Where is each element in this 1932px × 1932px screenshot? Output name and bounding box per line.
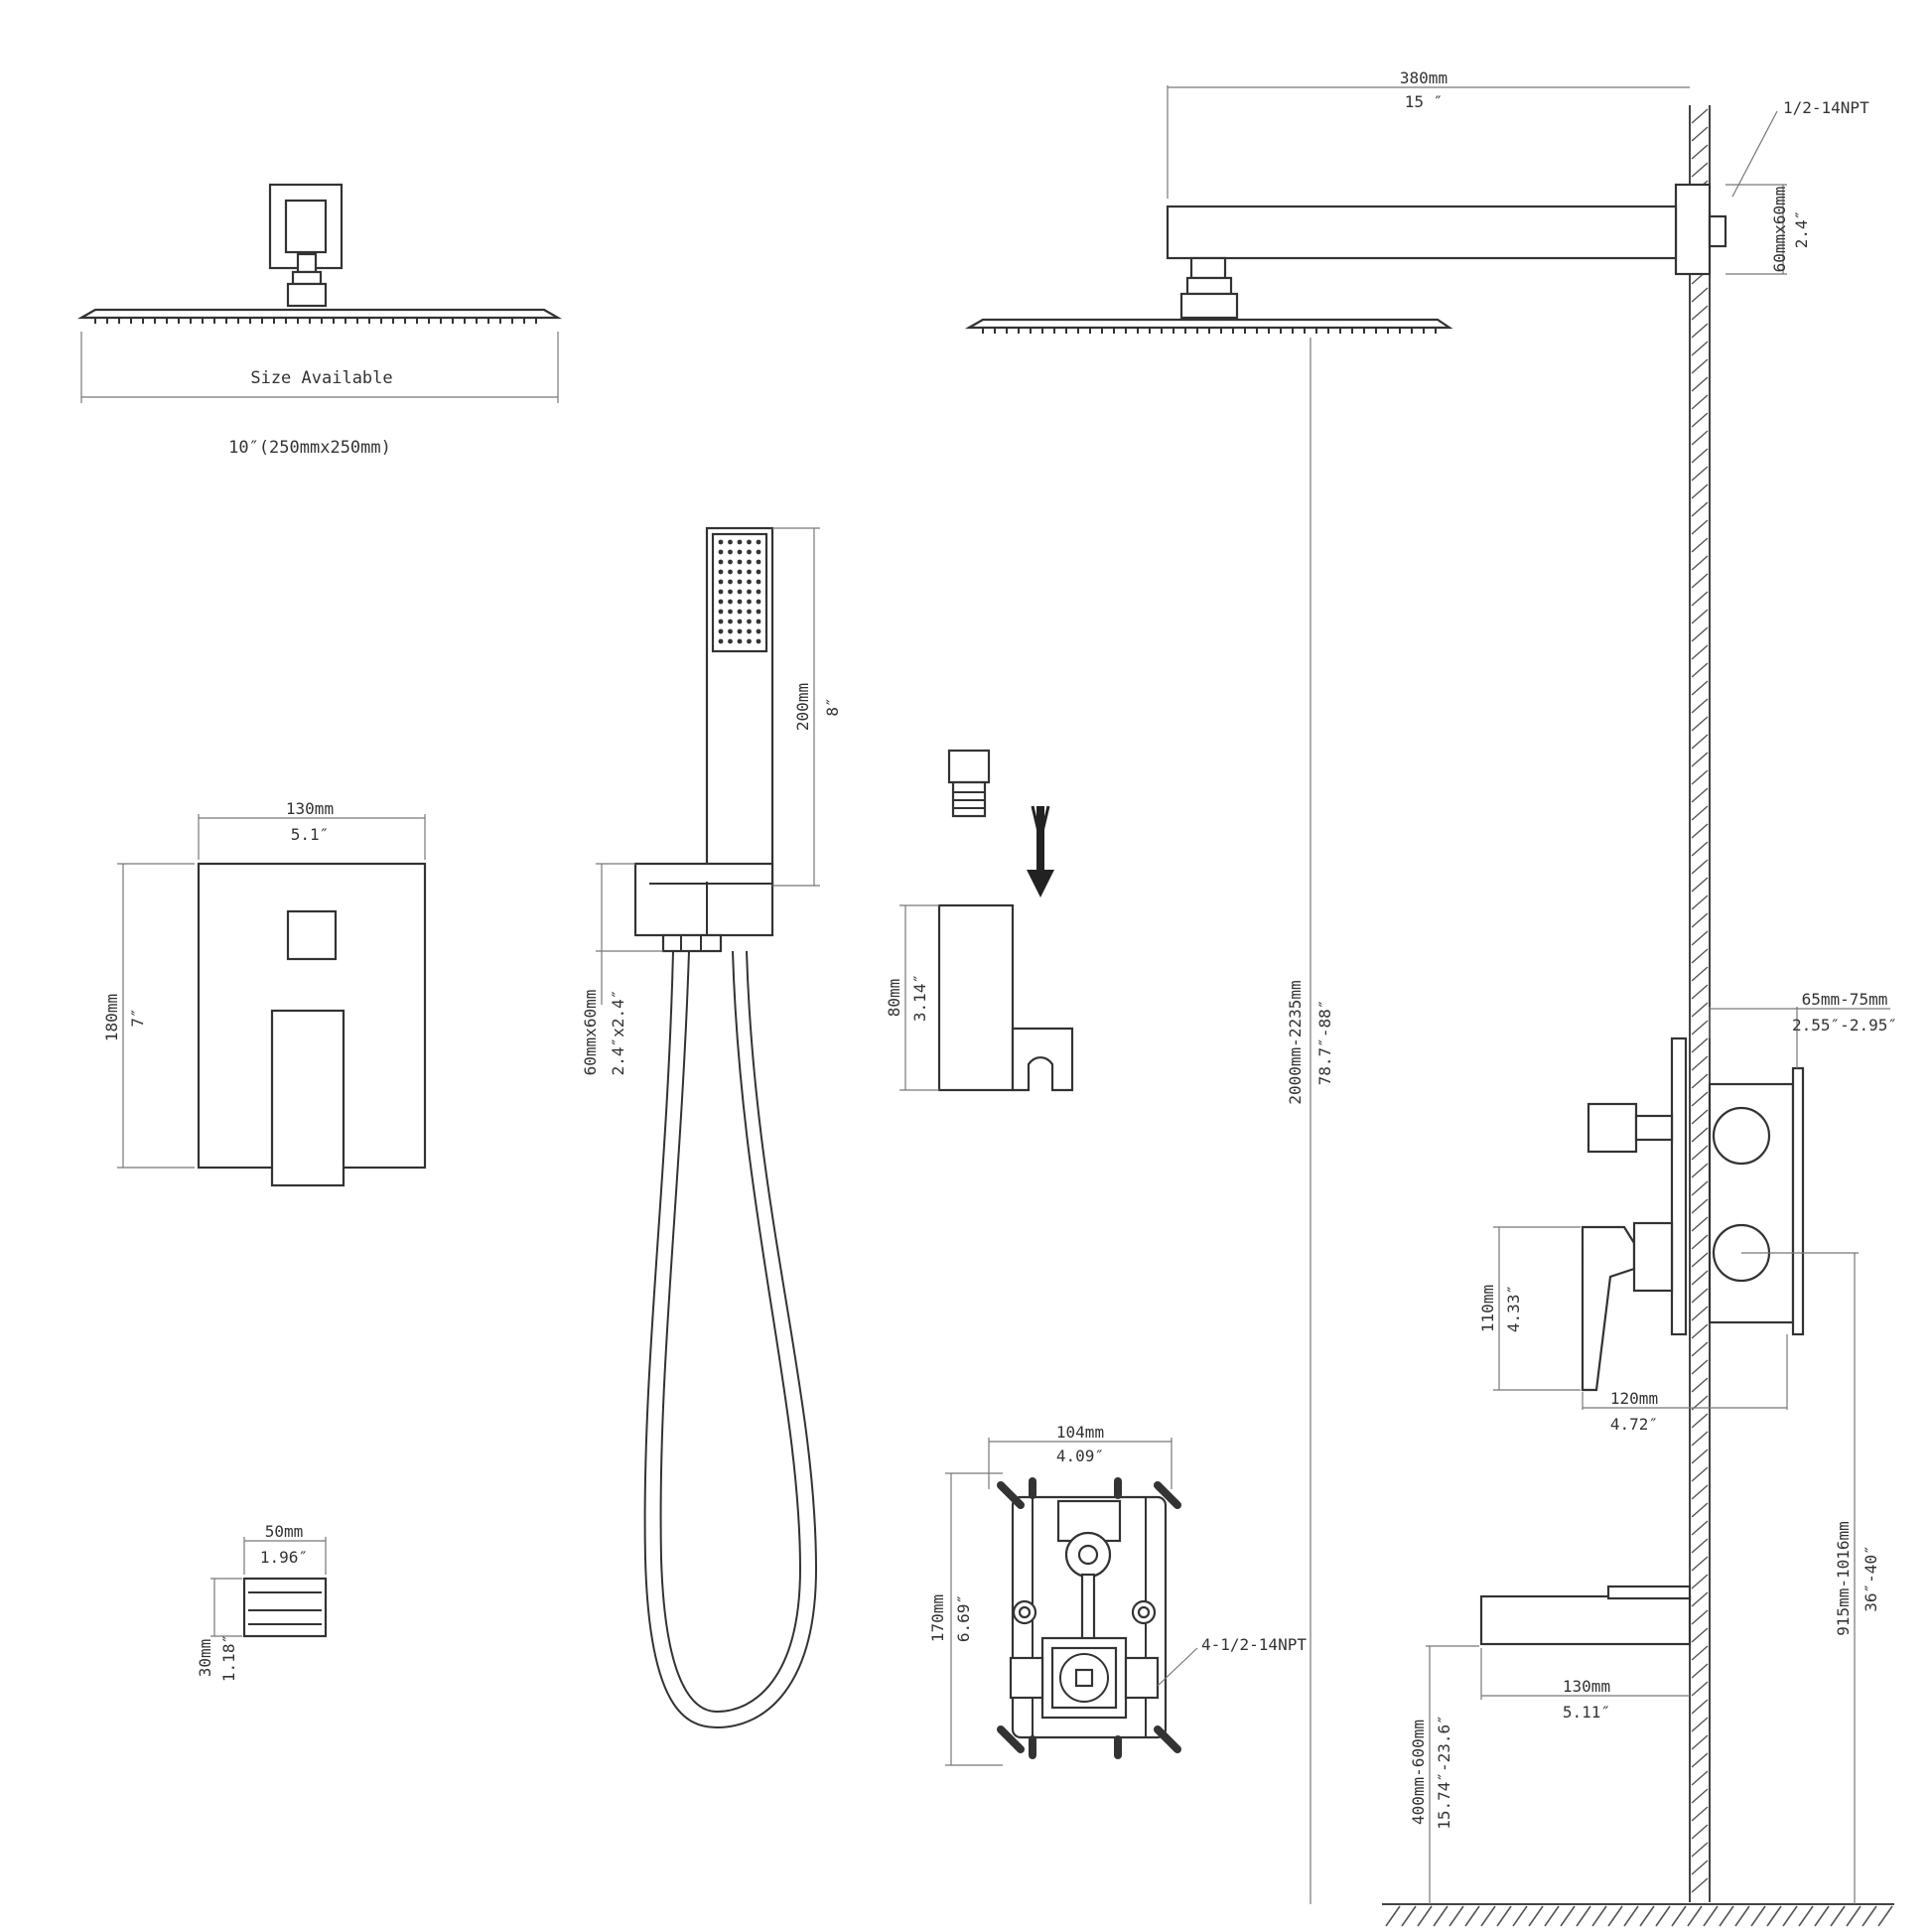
handle-height-in: 4.33″	[1504, 1285, 1523, 1332]
wall-depth-in: 2.55″-2.95″	[1792, 1016, 1897, 1035]
spray-nozzles	[718, 539, 761, 644]
elbow-size-in: 2.4″x2.4″	[609, 990, 627, 1076]
outlet-width-in: 1.96″	[260, 1548, 308, 1567]
handheld-dimensions: 200mm 8″ 60mmx60mm 2.4″x2.4″	[581, 527, 842, 1076]
valve-height-in: 6.69″	[954, 1594, 973, 1642]
flange-size-in: 2.4″	[1792, 210, 1811, 249]
valve-body-dimensions: 104mm 4.09″ 170mm 6.69″ 4-1/2-14NPT	[928, 1423, 1307, 1766]
wall-section	[1382, 105, 1894, 1927]
outlet-height-mm: 30mm	[196, 1639, 214, 1678]
tub-spout-dimensions: 130mm 5.11″ 400mm-600mm 15.74″-23.6″	[1409, 1645, 1690, 1904]
shower-arm	[964, 183, 1727, 334]
in-wall-valve-section	[1479, 1036, 1805, 1646]
spout-height-in: 15.74″-23.6″	[1435, 1715, 1453, 1830]
trim-width-in: 5.1″	[291, 825, 330, 844]
overall-height-mm: 2000mm-2235mm	[1286, 980, 1305, 1104]
valve-width-mm: 104mm	[1056, 1423, 1104, 1442]
holder-height-in: 3.14″	[910, 974, 929, 1022]
valve-install-height-in: 36″-40″	[1862, 1545, 1880, 1611]
flange-size-mm: 60mmx60mm	[1770, 187, 1789, 273]
size-available-label: Size Available	[250, 368, 392, 388]
arm-length-mm: 380mm	[1400, 69, 1448, 87]
spout-outlet-dimensions: 50mm 1.96″ 30mm 1.18″	[196, 1522, 327, 1682]
spout-outlet	[242, 1577, 328, 1638]
rough-in-valve-body	[997, 1477, 1181, 1759]
trim-plate-dimensions: 130mm 5.1″ 180mm 7″	[102, 799, 426, 1169]
handle-height-mm: 110mm	[1478, 1285, 1497, 1332]
hose-connector	[947, 749, 991, 818]
arrow-down-icon	[1027, 805, 1054, 897]
handheld-length-mm: 200mm	[793, 683, 812, 731]
arm-dimensions: 380mm 15 ″ 1/2-14NPT 60mmx60mm 2.4″	[1167, 69, 1869, 275]
in-wall-dimensions: 65mm-75mm 2.55″-2.95″ 110mm 4.33″ 120mm …	[1478, 990, 1897, 1904]
holder-dimensions: 80mm 3.14″	[885, 904, 939, 1091]
arm-length-in: 15 ″	[1405, 92, 1444, 111]
showerhead-size-label: 10″(250mmx250mm)	[228, 438, 391, 458]
trim-height-in: 7″	[128, 1008, 147, 1027]
handheld-length-in: 8″	[823, 697, 842, 716]
spout-height-mm: 400mm-600mm	[1409, 1720, 1428, 1825]
valve-thread-label: 4-1/2-14NPT	[1201, 1635, 1307, 1654]
spout-length-mm: 130mm	[1563, 1677, 1610, 1696]
wall-depth-mm: 65mm-75mm	[1802, 990, 1888, 1009]
showerhead-detail: Size Available 10″(250mmx250mm)	[76, 183, 563, 458]
arm-thread-label: 1/2-14NPT	[1783, 98, 1869, 117]
overall-height-in: 78.7″-88″	[1315, 1000, 1334, 1086]
elbow-size-mm: 60mmx60mm	[581, 990, 600, 1076]
spray-nozzles	[94, 318, 537, 324]
trim-width-mm: 130mm	[286, 799, 334, 818]
holder-height-mm: 80mm	[885, 979, 903, 1018]
valve-install-height-mm: 915mm-1016mm	[1834, 1521, 1853, 1636]
projection-mm: 120mm	[1610, 1389, 1658, 1408]
outlet-width-mm: 50mm	[265, 1522, 304, 1541]
handshower-holder	[937, 903, 1074, 1092]
overall-height-dimension: 2000mm-2235mm 78.7″-88″	[1286, 338, 1334, 1904]
projection-in: 4.72″	[1610, 1415, 1658, 1434]
valve-width-in: 4.09″	[1056, 1447, 1104, 1465]
handheld-shower	[633, 526, 818, 1729]
valve-height-mm: 170mm	[928, 1594, 947, 1642]
spout-length-in: 5.11″	[1563, 1703, 1610, 1722]
outlet-height-in: 1.18″	[219, 1634, 238, 1682]
spray-nozzles	[982, 328, 1437, 334]
trim-height-mm: 180mm	[102, 994, 121, 1041]
trim-plate	[197, 862, 427, 1187]
